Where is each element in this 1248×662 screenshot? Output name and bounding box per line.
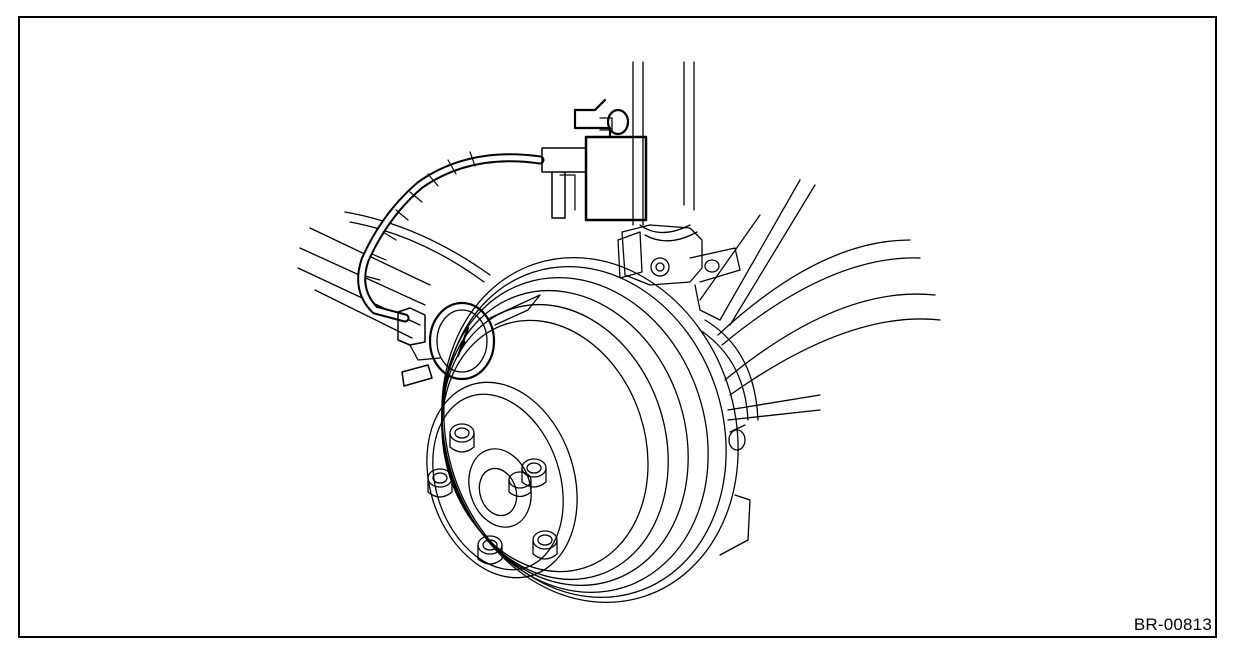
- brake-line-hose: [357, 151, 545, 323]
- figure-code: BR-00813: [1133, 615, 1212, 634]
- wheel-hub: [426, 381, 578, 579]
- brake-drum: [441, 256, 759, 604]
- figure-frame: [18, 16, 1217, 638]
- pressure-gauge: [397, 294, 541, 387]
- suspension-arms: [699, 179, 941, 451]
- strut-tube: [632, 61, 698, 242]
- wheel-stud: [427, 423, 558, 565]
- bleeder-adapter: [541, 98, 648, 222]
